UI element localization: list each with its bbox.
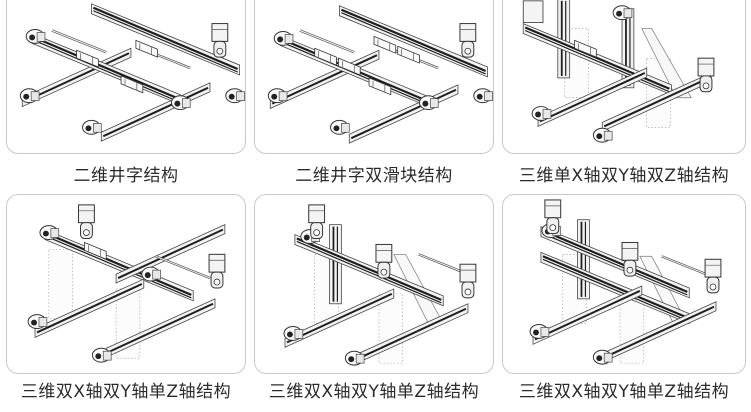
gantry-illustration-icon bbox=[283, 204, 477, 366]
gantry-illustration-icon bbox=[27, 204, 226, 363]
product-caption: 二维井字双滑块结构 bbox=[295, 166, 453, 186]
gantry-illustration-icon bbox=[522, 0, 715, 143]
gantry-illustration-icon bbox=[267, 4, 493, 145]
product-caption: 三维双X轴双Y轴单Z轴结构 bbox=[268, 382, 480, 402]
product-card-3d-2x-2y-1z-b[interactable] bbox=[254, 194, 494, 374]
product-caption: 三维单X轴双Y轴双Z轴结构 bbox=[518, 166, 730, 186]
product-caption: 二维井字结构 bbox=[73, 166, 179, 186]
product-card-2d-cross[interactable] bbox=[6, 0, 246, 154]
product-card-3d-1x-2y-2z[interactable] bbox=[502, 0, 746, 154]
product-caption: 三维双X轴双Y轴单Z轴结构 bbox=[20, 382, 232, 402]
gantry-illustration-icon bbox=[19, 2, 245, 143]
product-card-2d-cross-double-slider[interactable] bbox=[254, 0, 494, 154]
product-caption: 三维双X轴双Y轴单Z轴结构 bbox=[518, 382, 730, 402]
gantry-illustration-icon bbox=[529, 199, 722, 365]
product-card-3d-2x-2y-1z-c[interactable] bbox=[502, 194, 746, 374]
product-card-3d-2x-2y-1z-a[interactable] bbox=[6, 194, 246, 374]
